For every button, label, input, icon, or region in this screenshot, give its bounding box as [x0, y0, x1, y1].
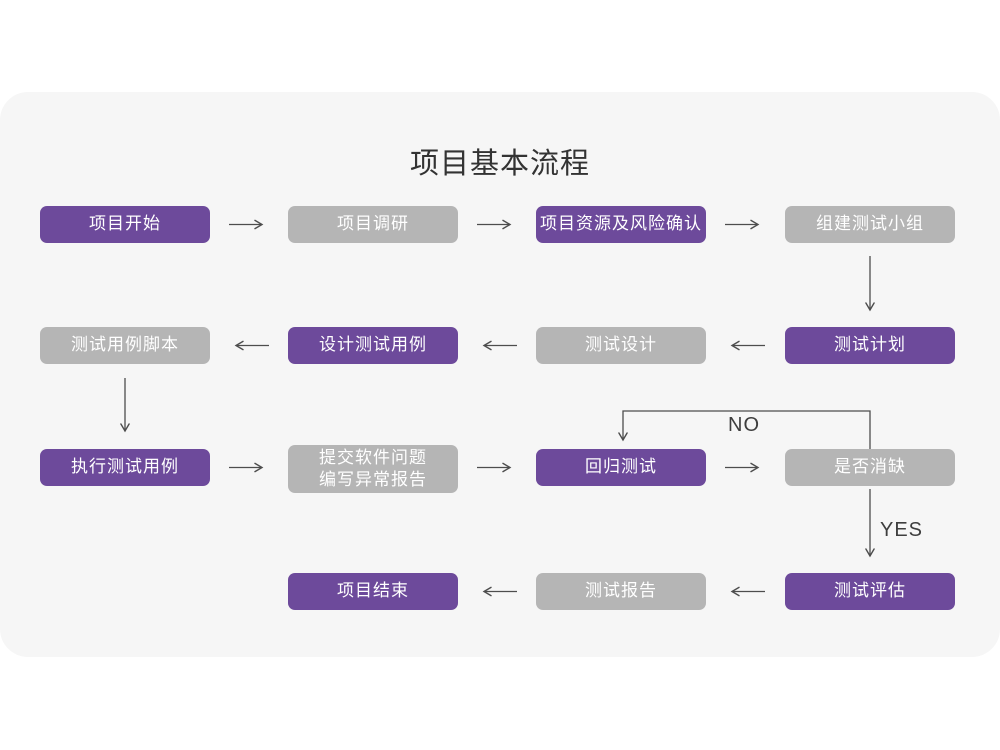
node-test-design: 测试设计	[536, 327, 706, 364]
node-design-test-case: 设计测试用例	[288, 327, 458, 364]
node-project-start: 项目开始	[40, 206, 210, 243]
flowchart-card	[0, 92, 1000, 657]
node-project-research: 项目调研	[288, 206, 458, 243]
node-regression-test: 回归测试	[536, 449, 706, 486]
node-resource-risk: 项目资源及风险确认	[536, 206, 706, 243]
edge-label-no: NO	[728, 414, 760, 436]
node-execute-test-case: 执行测试用例	[40, 449, 210, 486]
node-defect-cleared: 是否消缺	[785, 449, 955, 486]
node-test-case-script: 测试用例脚本	[40, 327, 210, 364]
node-submit-issue-report: 提交软件问题 编写异常报告	[288, 445, 458, 493]
node-test-evaluate: 测试评估	[785, 573, 955, 610]
node-test-plan: 测试计划	[785, 327, 955, 364]
page-title: 项目基本流程	[409, 148, 590, 180]
edge-label-yes: YES	[880, 519, 924, 541]
node-test-report: 测试报告	[536, 573, 706, 610]
node-project-end: 项目结束	[288, 573, 458, 610]
node-build-test-team: 组建测试小组	[785, 206, 955, 243]
